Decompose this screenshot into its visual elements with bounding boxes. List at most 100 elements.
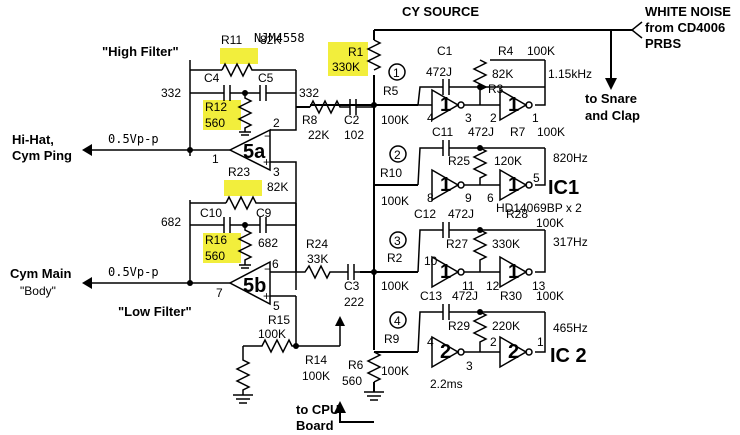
- high-filter-label: "High Filter": [102, 44, 179, 59]
- title: CY SOURCE: [402, 4, 479, 19]
- main-level: 0.5Vp-p: [108, 265, 159, 279]
- r2-name: R2: [387, 251, 403, 265]
- r10-value: 100K: [381, 194, 409, 208]
- pin-g3-out: 9: [465, 191, 472, 205]
- bias-node: [293, 343, 299, 349]
- r16-highlight: [203, 233, 241, 263]
- noise-label-3: PRBS: [645, 36, 681, 51]
- ic1-part: HD14069BP x 2: [496, 201, 582, 215]
- c12-cap: [442, 222, 450, 238]
- main-label-1: Cym Main: [10, 266, 71, 281]
- osc2-cap-wire-left: [417, 147, 443, 186]
- r3-name: R3: [488, 82, 504, 96]
- opamp-5a-label: 5a: [243, 141, 266, 163]
- r4-value: 100K: [527, 44, 555, 58]
- r27-value: 330K: [492, 237, 520, 251]
- pin-g5-out: 11: [462, 279, 475, 293]
- gate-5-label: 1: [440, 261, 451, 283]
- r15-name: R15: [268, 313, 290, 327]
- bias-ground: [233, 394, 253, 404]
- osc3-gate-a: [431, 255, 460, 289]
- opamp-5b-label: 5b: [243, 275, 266, 297]
- pin-g7-in: 4: [427, 335, 434, 349]
- r10-name: R10: [380, 166, 402, 180]
- r11-value: 82K: [260, 33, 281, 47]
- osc1-right-wire: [535, 60, 546, 106]
- noise-label-1: WHITE NOISE: [645, 4, 731, 19]
- osc3-cap-wire-left: [417, 229, 443, 273]
- r11-resistor: [221, 62, 296, 78]
- r11-highlight: [220, 48, 258, 64]
- pin-g4-out: 5: [533, 171, 540, 185]
- r24-resistor: [296, 264, 348, 280]
- gate-6-label: 1: [508, 261, 519, 283]
- r12-highlight: [203, 100, 241, 130]
- freq-4: 465Hz: [553, 321, 588, 335]
- stage-3-marker: [389, 231, 407, 249]
- r12-value: 560: [205, 116, 225, 130]
- stage-1-marker: [388, 63, 406, 81]
- r25-resistor: [472, 147, 488, 185]
- r6-value: 560: [342, 374, 362, 388]
- r3-resistor: [472, 59, 488, 105]
- opamp-5b: [228, 260, 271, 306]
- r27-name: R27: [446, 237, 468, 251]
- r16-ground: [239, 264, 251, 269]
- pin-5b: 5: [273, 299, 280, 313]
- c4-name: C4: [204, 71, 220, 85]
- r29-value: 220K: [492, 319, 520, 333]
- pin-7b: 7: [216, 286, 223, 300]
- snare-arrow: [605, 78, 617, 90]
- r14-resistor: [243, 338, 340, 354]
- r11-name: R11: [221, 33, 242, 47]
- gate-2-label: 1: [508, 94, 519, 116]
- pin-g7-out: 3: [466, 359, 473, 373]
- r23-resistor: [225, 195, 296, 211]
- hihat-label-2: Cym Ping: [12, 148, 72, 163]
- pin-g6-out: 13: [532, 279, 546, 293]
- c1-name: C1: [437, 44, 453, 58]
- r23-highlight: [224, 180, 262, 196]
- c1-cap: [442, 79, 450, 95]
- r30-name: R30: [500, 289, 522, 303]
- pin-g8-out: 1: [537, 335, 544, 349]
- cap-332-right: 332: [299, 86, 319, 100]
- r28-name: R28: [506, 207, 528, 221]
- r6-resistor: [366, 351, 382, 383]
- c13-value: 472J: [452, 289, 478, 303]
- snare-label-1: to Snare: [585, 91, 637, 106]
- r15-resistor: [235, 346, 251, 395]
- stage-2-number: 2: [394, 148, 401, 162]
- r24-name: R24: [306, 237, 328, 251]
- hihat-output-arrow: [82, 144, 92, 156]
- r23-name: R23: [228, 165, 250, 179]
- gate-3-label: 1: [440, 174, 451, 196]
- osc2-gate-b: [499, 168, 528, 202]
- pin-g1-out: 3: [465, 111, 472, 125]
- osc3-gate-b-bubble: [525, 268, 533, 276]
- r15-value: 100K: [258, 327, 286, 341]
- c2-value: 102: [344, 128, 364, 142]
- opamp-5b-plus: +: [263, 289, 270, 303]
- r1-value: 330K: [332, 60, 360, 74]
- r3-value: 82K: [492, 67, 513, 81]
- osc1-gate-b-bubble: [525, 101, 533, 109]
- freq-3: 317Hz: [553, 235, 588, 249]
- osc4-gate-b-bubble: [525, 348, 533, 356]
- pin-g1-in: 4: [427, 111, 434, 125]
- opamp-5b-minus: −: [264, 262, 271, 276]
- osc1-cap-wire-left: [417, 86, 443, 106]
- osc3-node: [477, 227, 483, 233]
- osc2-node: [477, 145, 483, 151]
- c9-name: C9: [256, 206, 272, 220]
- osc3-right-wire: [535, 230, 546, 273]
- stage-4-marker: [389, 311, 407, 329]
- r12-ground: [239, 131, 251, 136]
- pin-1a: 1: [212, 152, 219, 166]
- cpu-label-1: to CPU: [296, 402, 339, 417]
- c3-cap: [347, 264, 355, 280]
- r29-resistor: [472, 311, 488, 352]
- c5-cap: [259, 85, 267, 101]
- r16-value: 560: [205, 249, 225, 263]
- ic1-label: IC1: [548, 177, 579, 199]
